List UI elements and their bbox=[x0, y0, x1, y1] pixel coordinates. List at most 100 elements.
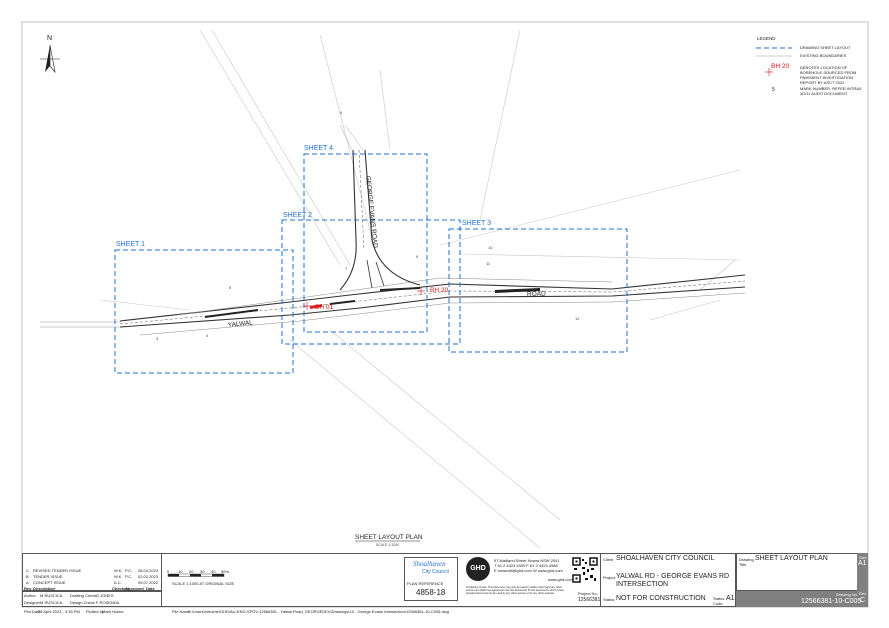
legend-symbols bbox=[756, 47, 792, 76]
north-label: N bbox=[47, 35, 52, 42]
author-label: Author bbox=[24, 593, 36, 598]
rev-header-rev: Rev bbox=[24, 586, 32, 591]
rev-c-checked: W.K. bbox=[114, 568, 123, 573]
project-line1: YALWAL RD - GEORGE EVANS RD bbox=[616, 573, 730, 580]
rev: C bbox=[860, 597, 866, 604]
legend-item-mark: MARK NUMBER. REFER INTRAX 3D/11 AUDIT DO… bbox=[800, 86, 862, 96]
revision-table bbox=[22, 553, 162, 591]
road-label: ROAD bbox=[527, 291, 546, 298]
sheet-2-box bbox=[281, 219, 461, 345]
scale-tick: 20 bbox=[189, 569, 194, 574]
council-block bbox=[404, 557, 458, 601]
legend-mark-symbol: 5 bbox=[772, 87, 775, 93]
rev-header-date: Date bbox=[146, 586, 155, 591]
rev-a-desc: CONCEPT ISSUE bbox=[33, 580, 66, 585]
plan-ref-label: PLAN REFERENCE bbox=[407, 581, 444, 586]
sheet-1-label: SHEET 1 bbox=[116, 241, 145, 248]
scale-tick: 40 bbox=[211, 569, 216, 574]
file-name: C:\Users\mhulme\GHD\AU-ENG-SPGV-12566381… bbox=[188, 609, 449, 614]
drafting-check-label: Drafting Check bbox=[70, 593, 97, 598]
bh01-label: BH 01 bbox=[315, 304, 333, 311]
project-line2: INTERSECTION bbox=[616, 581, 669, 588]
legend-title: LEGEND bbox=[757, 36, 776, 41]
ghd-address: 97 Maitland Street Nowra NSW 2541 bbox=[494, 558, 560, 563]
sheet-frame bbox=[21, 21, 869, 608]
scale-tick: 50m bbox=[221, 569, 229, 574]
legend-bh-symbol: BH 20 bbox=[771, 63, 789, 70]
author: M RUSCICA bbox=[40, 593, 63, 598]
designer-label: Designer bbox=[24, 600, 41, 605]
scale-tick: 0 bbox=[167, 569, 170, 574]
rev-header-approved: Approved bbox=[125, 586, 144, 591]
rev-a-date: 09.07.2022 bbox=[138, 580, 159, 585]
borehole-bh20: BH 20 bbox=[417, 287, 448, 295]
ghd-phone: T 61 2 4424 4900 F 61 2 4424 4988 bbox=[494, 563, 558, 568]
legend-item-borehole: DENOTES LOCATION OF BOREHOLE SOURCED FRO… bbox=[800, 65, 857, 85]
status-code: A1 bbox=[726, 595, 735, 602]
lot-number: 9 bbox=[416, 254, 419, 259]
project-details bbox=[600, 553, 736, 607]
scale-bar bbox=[167, 573, 225, 577]
council-logo: Shoalhaven bbox=[413, 560, 446, 568]
rev-label: Rev bbox=[859, 591, 867, 596]
status-label: Status bbox=[603, 597, 615, 602]
sheet-4-box bbox=[303, 153, 428, 333]
qr-code-icon bbox=[572, 557, 598, 583]
size: A1 bbox=[858, 560, 867, 567]
legend-item-layout: DRAWING SHEET LAYOUT bbox=[800, 45, 851, 50]
client-label: Client bbox=[603, 557, 614, 562]
rev-header-desc: Description bbox=[33, 586, 56, 591]
scale-caption: SCALE 1:1000 AT ORIGINAL SIZE bbox=[172, 581, 235, 586]
sheet-boxes bbox=[114, 153, 628, 374]
rev-b-code: B bbox=[26, 574, 29, 579]
rev-header-checked: Checked bbox=[112, 586, 129, 591]
ghd-conditions: Conditions of Use. This document may onl… bbox=[466, 586, 564, 595]
design-check: F ROSENDA bbox=[96, 600, 120, 605]
rev-c-code: C bbox=[26, 568, 29, 573]
lot-number: 4 bbox=[206, 333, 209, 338]
size-label: Size bbox=[859, 555, 867, 560]
drafting-check: G JONES bbox=[96, 593, 114, 598]
sheet-3-box bbox=[448, 228, 628, 353]
size-panel bbox=[857, 553, 868, 607]
sheet-1-box bbox=[114, 249, 294, 374]
author-block bbox=[22, 591, 162, 607]
sheet-4-label: SHEET 4 bbox=[304, 145, 333, 152]
project-no: 12566381 bbox=[578, 597, 601, 603]
project-label: Project bbox=[603, 575, 616, 580]
road-markings bbox=[205, 287, 540, 318]
scale-tick: 10 bbox=[178, 569, 183, 574]
plot-date-label: Plot Date bbox=[24, 609, 41, 614]
file-name-label: File Name bbox=[172, 609, 191, 614]
lot-number: 5 bbox=[229, 285, 232, 290]
rev-a-checked: A.C. bbox=[114, 580, 122, 585]
rev-b-approved: P.C. bbox=[125, 574, 133, 579]
yalwal-label: YALWAL bbox=[227, 319, 253, 329]
drawing-no: 12566381-10-C005 bbox=[801, 598, 862, 605]
lot-number: 10 bbox=[488, 245, 493, 250]
project-no-label: Project No. bbox=[578, 591, 598, 596]
george-evans-road-label: GEORGE EVANS ROAD bbox=[364, 175, 379, 248]
lot-number: 12 bbox=[575, 316, 580, 321]
ghd-email: E nowmail@ghd.com W www.ghd.com bbox=[494, 568, 563, 573]
client: SHOALHAVEN CITY COUNCIL bbox=[616, 555, 715, 562]
rev-c-date: 28.04.2023 bbox=[138, 568, 159, 573]
rev-b-checked: W.K. bbox=[114, 574, 123, 579]
lot-number: 11 bbox=[486, 261, 491, 266]
status: NOT FOR CONSTRUCTION bbox=[616, 595, 706, 602]
lot-number: 3 bbox=[156, 336, 159, 341]
status-code-label: Status Code bbox=[713, 596, 725, 606]
drawing-title-label: Drawing Title bbox=[739, 557, 754, 567]
lot-number: 6 bbox=[340, 110, 343, 115]
existing-boundaries bbox=[99, 29, 741, 549]
scale-tick: 30 bbox=[200, 569, 205, 574]
borehole-bh01: BH 01 bbox=[303, 302, 333, 311]
drawing-no-label: Drawing No. bbox=[836, 592, 859, 597]
plan-scale: SCALE 1:1000 bbox=[376, 543, 399, 547]
plotted-by-label: Plotted by bbox=[86, 609, 104, 614]
plan-ref: 4858-18 bbox=[416, 588, 446, 597]
design-check-label: Design Check bbox=[70, 600, 95, 605]
north-arrow-icon: N bbox=[40, 35, 60, 74]
